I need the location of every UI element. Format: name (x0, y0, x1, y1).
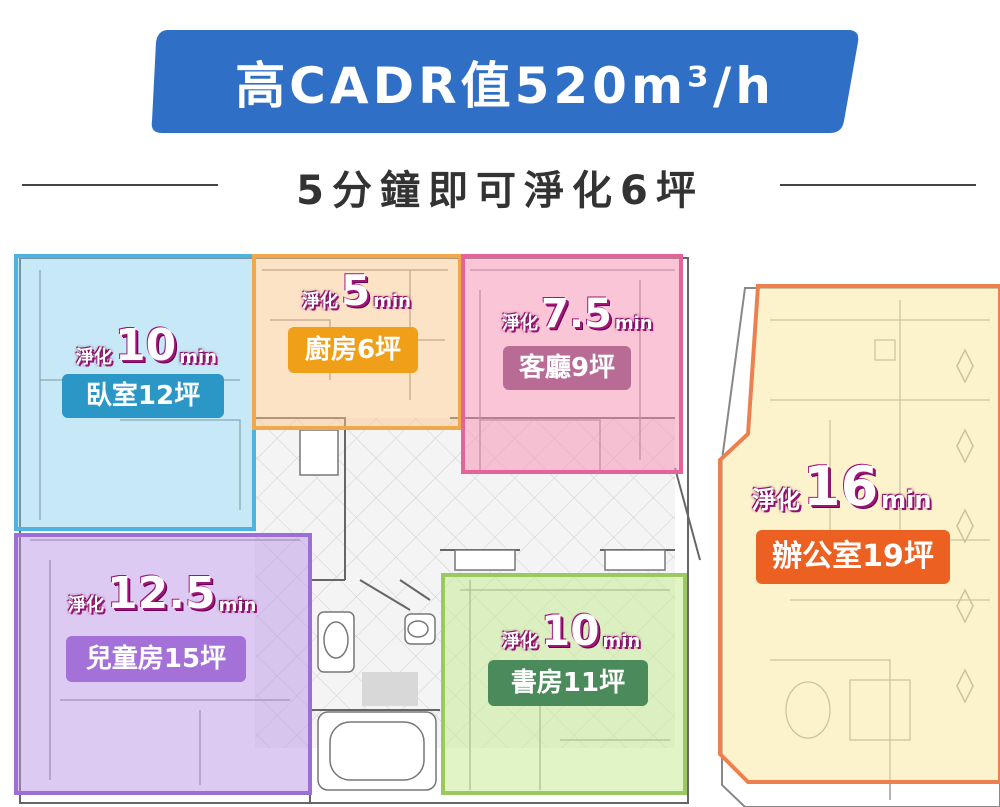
bedroom-minutes: 10 (115, 320, 177, 371)
purify-word: 淨化 (68, 595, 104, 616)
unit: min (218, 595, 257, 616)
living-room-minutes: 7.5 (541, 291, 612, 337)
purify-word: 淨化 (302, 291, 338, 312)
unit: min (373, 291, 411, 312)
unit: min (602, 631, 641, 652)
subheadline: 5分鐘即可淨化6坪 (296, 168, 704, 214)
purify-word: 淨化 (76, 347, 112, 368)
divider-right (780, 184, 976, 186)
office-label: 辦公室19坪 (756, 530, 950, 584)
purify-word: 淨化 (502, 313, 538, 334)
kids-room-purify-time: 淨化 12.5 min (66, 572, 258, 616)
kitchen-minutes: 5 (341, 266, 371, 315)
unit: min (614, 313, 653, 334)
unit: min (881, 486, 932, 514)
kitchen-purify-time: 淨化 5 min (300, 270, 413, 312)
living-room-label: 客廳9坪 (503, 346, 631, 390)
divider-left (22, 184, 218, 186)
unit: min (179, 347, 217, 368)
office-purify-time: 淨化 16 min (750, 455, 933, 518)
kids-room-label: 兒童房15坪 (66, 636, 246, 682)
living-room-purify-time: 淨化 7.5 min (500, 294, 655, 334)
purify-word: 淨化 (752, 486, 800, 514)
kids-room-minutes: 12.5 (107, 568, 216, 619)
study-minutes: 10 (541, 606, 600, 655)
study-purify-time: 淨化 10 min (500, 610, 642, 652)
bedroom-purify-time: 淨化 10 min (74, 324, 219, 368)
office-minutes: 16 (803, 455, 879, 518)
study-label: 書房11坪 (488, 660, 648, 706)
banner-shape (151, 30, 859, 133)
kitchen-label: 廚房6坪 (288, 327, 418, 373)
headline: 高CADR值520m³/h (235, 56, 775, 115)
purify-word: 淨化 (502, 631, 538, 652)
headline-banner: 高CADR值520m³/h (150, 30, 860, 133)
bedroom-label: 臥室12坪 (62, 374, 224, 418)
